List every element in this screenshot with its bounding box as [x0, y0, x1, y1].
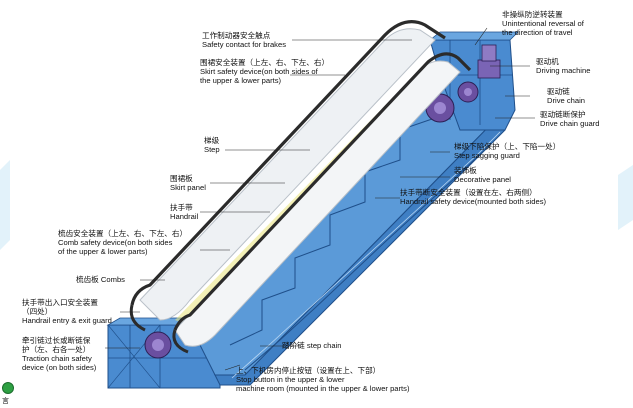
leader-lines — [105, 27, 535, 371]
label-step-zh: 梯级 — [204, 136, 220, 145]
label-safety-contact: 工作制动器安全触点 Safety contact for brakes — [202, 31, 286, 49]
label-skirt-panel-en: Skirt panel — [170, 183, 206, 192]
inclined-truss — [189, 74, 506, 386]
label-traction-chain: 牵引链过长或断链保 护（左、右各一处） Traction chain safet… — [22, 336, 96, 372]
label-handrail-zh: 扶手带 — [170, 203, 193, 212]
label-handrail-en: Handrail — [170, 212, 199, 221]
label-reversal-en2: the direction of travel — [502, 28, 573, 37]
label-safety-contact-zh: 工作制动器安全触点 — [202, 31, 271, 40]
label-reversal-en1: Unintentional reversal of — [502, 19, 584, 28]
label-handrail-entry-zh2: （四处） — [22, 307, 53, 316]
label-step-en: Step — [204, 145, 220, 154]
label-skirt-device-en2: the upper & lower parts) — [200, 76, 282, 85]
label-driving-machine-zh: 驱动机 — [536, 57, 559, 66]
label-drive-chain-en: Drive chain — [547, 96, 585, 105]
label-skirt-device: 围裙安全装置（上左、右、下左、右） Skirt safety device(on… — [200, 58, 329, 85]
label-step-chain: 踏阶链 step chain — [282, 341, 342, 350]
label-step-chain-en: step chain — [306, 341, 342, 350]
label-combs-en: Combs — [100, 275, 125, 284]
label-drive-chain-zh: 驱动链 — [547, 87, 570, 96]
label-driving-machine: 驱动机 Driving machine — [536, 57, 590, 75]
label-combs-zh: 梳齿板 — [76, 275, 99, 284]
label-comb-safety-en2: of the upper & lower parts) — [58, 247, 148, 256]
label-traction-chain-en1: Traction chain safety — [22, 354, 92, 363]
label-comb-safety-zh: 梳齿安全装置（上左、右、下左、右） — [58, 229, 188, 238]
label-skirt-device-zh: 围裙安全装置（上左、右、下左、右） — [200, 58, 330, 67]
status-text: 言 — [2, 398, 9, 405]
lower-sprocket — [144, 331, 172, 359]
label-step-sagging-en: Step sagging guard — [454, 151, 520, 160]
label-comb-safety: 梳齿安全装置（上左、右、下左、右） Comb safety device(on … — [58, 229, 187, 256]
label-combs: 梳齿板 Combs — [76, 275, 125, 284]
label-drive-chain-guard: 驱动链断保护 Drive chain guard — [540, 110, 600, 128]
label-driving-machine-en: Driving machine — [536, 66, 591, 75]
label-step-sagging-zh: 梯级下陷保护（上、下陷一处） — [454, 142, 561, 151]
label-skirt-device-en1: Skirt safety device(on both sides of — [200, 67, 318, 76]
label-skirt-panel-zh: 围裙板 — [170, 174, 193, 183]
label-reversal-zh: 非操纵防逆转装置 — [502, 10, 563, 19]
label-stop-button-zh: 上、下机房内停止按钮（设置在上、下部） — [236, 366, 381, 375]
label-decorative-panel: 装饰板 Decorative panel — [454, 166, 511, 184]
label-step-sagging: 梯级下陷保护（上、下陷一处） Step sagging guard — [454, 142, 560, 160]
label-handrail-entry-en: Handrail entry & exit guard — [22, 316, 112, 325]
status-indicator[interactable] — [2, 382, 14, 394]
label-decorative-panel-en: Decorative panel — [454, 175, 511, 184]
label-traction-chain-en2: device (on both sides) — [22, 363, 97, 372]
label-step-chain-zh: 踏阶链 — [282, 341, 305, 350]
label-decorative-panel-zh: 装饰板 — [454, 166, 477, 175]
balustrade — [139, 28, 461, 347]
label-step: 梯级 Step — [204, 136, 220, 154]
label-handrail: 扶手带 Handrail — [170, 203, 198, 221]
bg-shape-left — [0, 160, 10, 250]
label-safety-contact-en: Safety contact for brakes — [202, 40, 286, 49]
label-traction-chain-zh2: 护（左、右各一处） — [22, 345, 91, 354]
bg-shape-right — [618, 165, 633, 230]
label-stop-button-en1: Stop button in the upper & lower — [236, 375, 345, 384]
label-handrail-safety: 扶手带断安全装置（设置在左、右两侧） Handrail safety devic… — [400, 188, 546, 206]
label-drive-chain-guard-en: Drive chain guard — [540, 119, 600, 128]
label-comb-safety-en1: Comb safety device(on both sides — [58, 238, 173, 247]
label-handrail-entry: 扶手带出入口安全装置 （四处） Handrail entry & exit gu… — [22, 298, 112, 325]
label-reversal: 非操纵防逆转装置 Unintentional reversal of the d… — [502, 10, 584, 37]
label-traction-chain-zh1: 牵引链过长或断链保 — [22, 336, 91, 345]
label-drive-chain-guard-zh: 驱动链断保护 — [540, 110, 586, 119]
label-stop-button: 上、下机房内停止按钮（设置在上、下部） Stop button in the u… — [236, 366, 409, 393]
label-handrail-entry-zh1: 扶手带出入口安全装置 — [22, 298, 98, 307]
label-handrail-safety-zh: 扶手带断安全装置（设置在左、右两侧） — [400, 188, 537, 197]
label-stop-button-en2: machine room (mounted in the upper & low… — [236, 384, 410, 393]
label-handrail-safety-en: Handrail safety device(mounted both side… — [400, 197, 547, 206]
handrail — [129, 20, 472, 354]
label-skirt-panel: 围裙板 Skirt panel — [170, 174, 206, 192]
label-drive-chain: 驱动链 Drive chain — [547, 87, 585, 105]
